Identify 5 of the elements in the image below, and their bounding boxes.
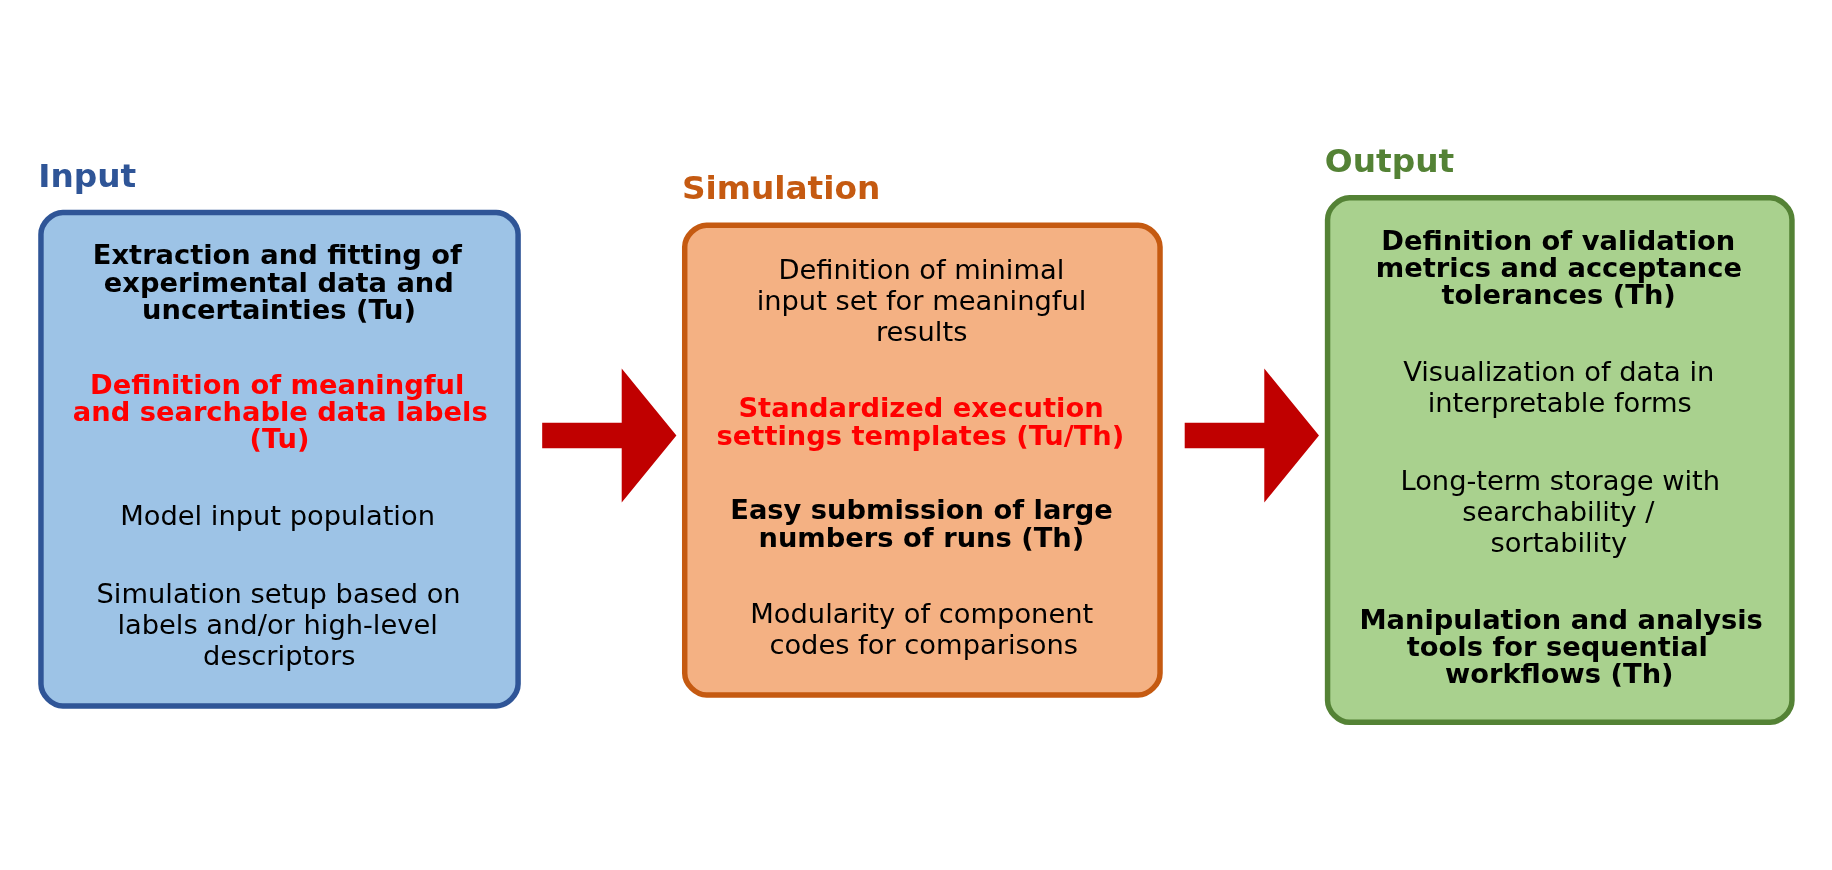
node-label: Input (38, 156, 137, 195)
node-label: Output (1324, 141, 1455, 180)
arrow (1184, 368, 1319, 502)
arrow (542, 368, 677, 502)
node-label: Simulation (681, 168, 881, 207)
